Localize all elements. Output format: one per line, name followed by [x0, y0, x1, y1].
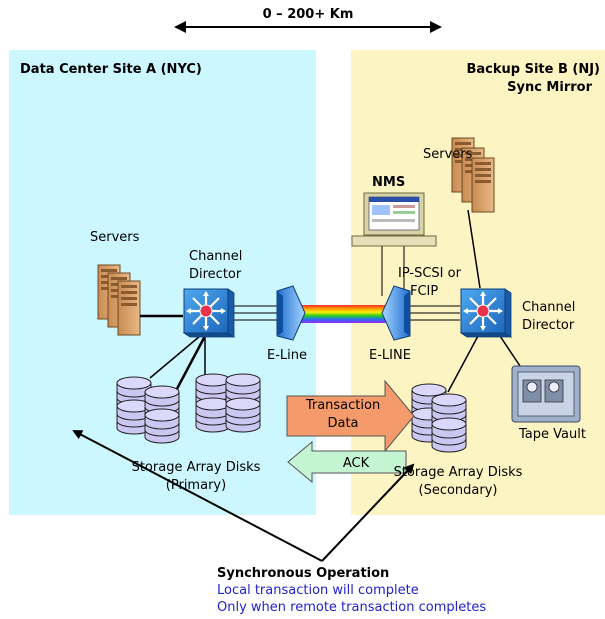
site-a-region [9, 50, 316, 515]
distance-arrow-left-head [174, 21, 186, 33]
distance-arrow-right-head [430, 21, 442, 33]
servers-right-label: Servers [423, 147, 473, 162]
site-b-title: Backup Site B (NJ) [466, 62, 600, 77]
ack-arrow [287, 440, 407, 484]
channel-director-right-label-1: Channel [522, 300, 575, 315]
e-line-right-icon [381, 285, 411, 341]
transaction-data-arrow [286, 379, 415, 453]
sync-pointer-right [321, 463, 415, 562]
transaction-label-2: Data [327, 416, 358, 431]
tape-vault-icon [511, 365, 581, 423]
channel-director-left-label-1: Channel [189, 249, 242, 264]
nms-label: NMS [372, 175, 405, 190]
storage-right-label-1: Storage Array Disks [394, 465, 523, 480]
ipscsi-label-2: FCIP [410, 284, 438, 299]
distance-label: 0 – 200+ Km [263, 7, 354, 22]
storage-left-label-1: Storage Array Disks [132, 460, 261, 475]
channel-director-left-label-2: Director [189, 267, 242, 282]
tape-vault-label: Tape Vault [518, 427, 586, 442]
channel-director-left-icon [182, 287, 236, 339]
transaction-label-1: Transaction [305, 398, 380, 413]
ipscsi-label-1: IP-SCSI or [398, 266, 462, 281]
storage-left-label-2: (Primary) [166, 478, 226, 493]
caption-line-2: Only when remote transaction completes [217, 600, 486, 615]
optical-link-beam [300, 305, 390, 323]
servers-left-label: Servers [90, 230, 140, 245]
channel-director-right-label-2: Director [522, 318, 575, 333]
sync-pointer-left [72, 430, 323, 562]
storage-right-label-2: (Secondary) [419, 483, 498, 498]
ack-label: ACK [343, 456, 370, 471]
site-b-subtitle: Sync Mirror [507, 80, 592, 95]
site-a-title: Data Center Site A (NYC) [20, 62, 202, 77]
e-line-right-label: E-LINE [369, 348, 411, 363]
connection-lines [140, 209, 521, 403]
nms-monitor-icon [351, 192, 437, 247]
channel-director-right-icon [459, 287, 513, 339]
caption-line-1: Local transaction will complete [217, 583, 419, 598]
e-line-left-icon [276, 285, 306, 341]
e-line-left-label: E-Line [267, 348, 307, 363]
caption-title: Synchronous Operation [217, 566, 389, 581]
